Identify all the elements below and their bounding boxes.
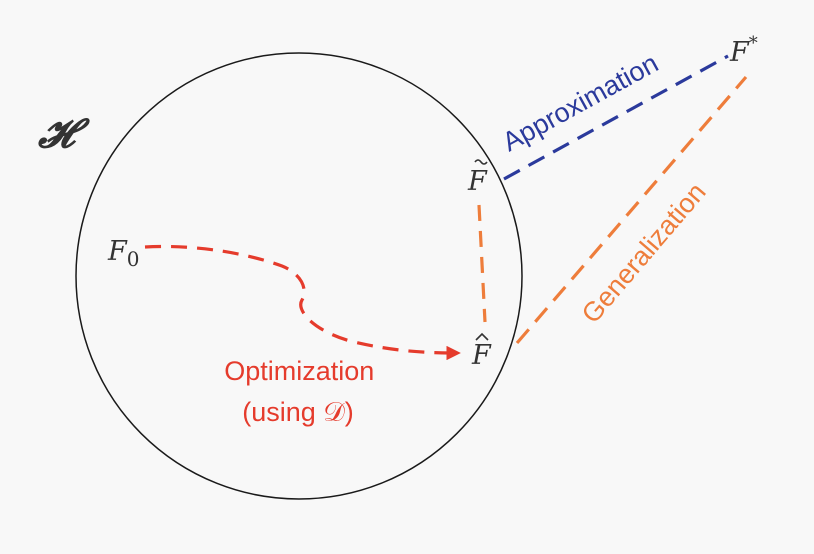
svg-text:F*: F* — [729, 33, 758, 68]
f-tilde-symbol: F — [467, 166, 488, 197]
hypothesis-space-circle — [75, 52, 523, 500]
f-star-symbol: F — [729, 37, 750, 68]
tilde-accent — [474, 159, 488, 165]
f-star-superscript: * — [749, 33, 758, 54]
svg-text:F0: F0 — [107, 236, 139, 271]
generalization-line — [515, 75, 748, 345]
optimization-path — [144, 244, 461, 361]
f-tilde-node: F — [467, 159, 488, 197]
approximation-line — [503, 54, 729, 181]
f-hat-node: F — [471, 332, 492, 371]
f-hat-symbol: F — [471, 340, 492, 371]
estimation-gap-line — [477, 204, 487, 323]
optimization-label: Optimization (using 𝒟) — [224, 356, 382, 427]
approximation-label: Approximation — [497, 48, 663, 157]
optimization-label-line1: Optimization — [224, 356, 374, 386]
f0-subscript: 0 — [127, 247, 140, 271]
optimization-label-line2: (using 𝒟) — [242, 397, 354, 427]
f-star-node: F* — [729, 33, 758, 68]
hat-accent — [475, 332, 489, 341]
hypothesis-space-label: 𝓗 — [38, 110, 90, 157]
f0-node: F0 — [107, 236, 139, 271]
f0-symbol: F — [107, 236, 128, 267]
